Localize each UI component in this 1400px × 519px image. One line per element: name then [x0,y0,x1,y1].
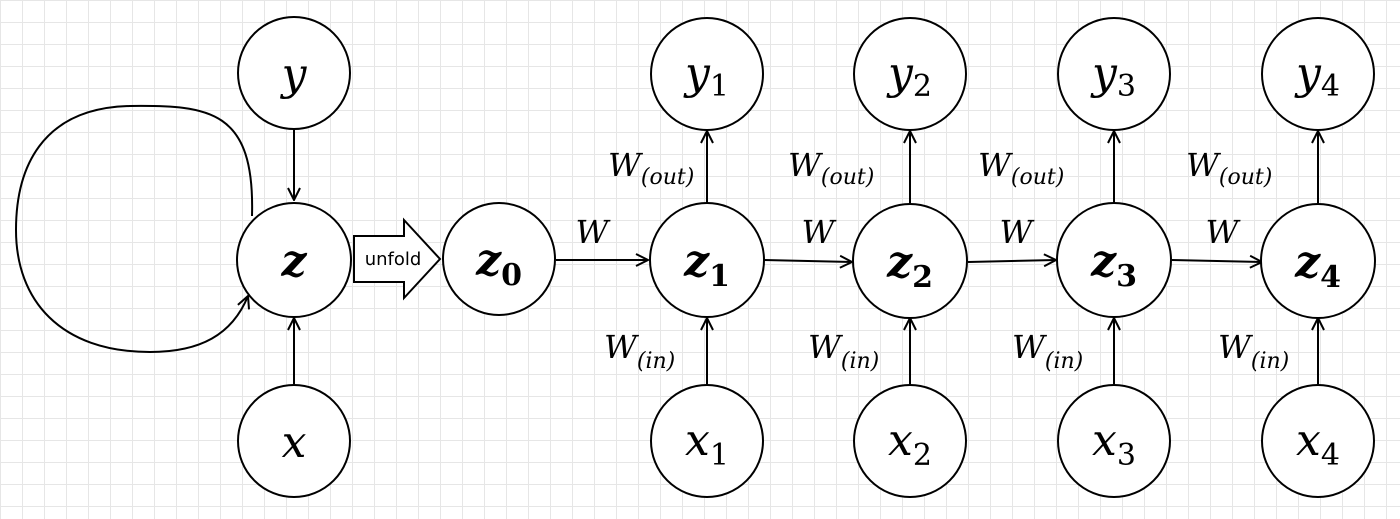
node-y1 [650,17,764,131]
node-z0 [442,202,556,316]
weight-label-recurrent-2: W [802,213,838,251]
node-y1-label: y1 [683,48,729,104]
node-x2 [853,384,967,498]
node-x3-label: x3 [1092,415,1136,473]
node-x-label: x [282,417,307,468]
node-x3 [1057,384,1171,498]
unfolded-network: z0 y1 z1 x1 y2 z2 x2 y3 z3 x3 y4 z4 x4 W… [442,17,1376,498]
node-x4 [1261,384,1375,498]
node-y-label: y [280,49,308,100]
unfold-label: unfold [365,249,422,270]
folded-network: y z x [14,16,352,498]
node-z1-label: z1 [683,236,730,294]
node-z3-label: z3 [1090,236,1137,294]
edge-z3-to-z4 [1171,260,1262,262]
node-x [237,384,351,498]
node-x1 [650,384,764,498]
node-z [236,202,352,318]
weight-label-out-2: W(out) [788,146,874,190]
node-z4-label: z4 [1294,237,1341,295]
node-y2-label: y2 [886,48,932,104]
node-x1-label: x1 [685,415,729,473]
node-y3-label: y3 [1090,48,1136,104]
node-y4 [1261,17,1375,131]
weight-label-out-1: W(out) [608,146,694,190]
unfold-arrow-shape [353,217,442,301]
node-z-label: z [281,236,308,287]
weight-label-recurrent-4: W [1206,213,1242,251]
node-y [237,16,351,130]
weight-label-out-4: W(out) [1186,146,1272,190]
weight-label-in-1: W(in) [604,328,675,374]
node-z2-label: z2 [886,237,933,295]
node-z1 [649,202,765,318]
weight-label-recurrent-3: W [1000,213,1036,251]
weight-label-out-3: W(out) [978,146,1064,190]
node-x4-label: x4 [1296,415,1340,473]
node-z3 [1056,202,1172,318]
node-y4-label: y4 [1294,48,1340,104]
weight-label-in-3: W(in) [1012,328,1083,374]
self-loop-edge [14,104,254,354]
node-y2 [853,17,967,131]
weight-label-in-4: W(in) [1218,328,1289,374]
edge-z1-to-z2 [763,260,852,262]
node-z0-label: z0 [475,235,522,293]
node-y3 [1057,17,1171,131]
node-x2-label: x2 [888,415,932,473]
weight-label-recurrent-1: W [576,213,612,251]
edge-z2-to-z3 [967,260,1056,262]
weight-label-in-2: W(in) [808,328,879,374]
unfold-arrow: unfold [353,217,442,301]
node-z2 [852,203,968,319]
node-z4 [1260,203,1376,319]
